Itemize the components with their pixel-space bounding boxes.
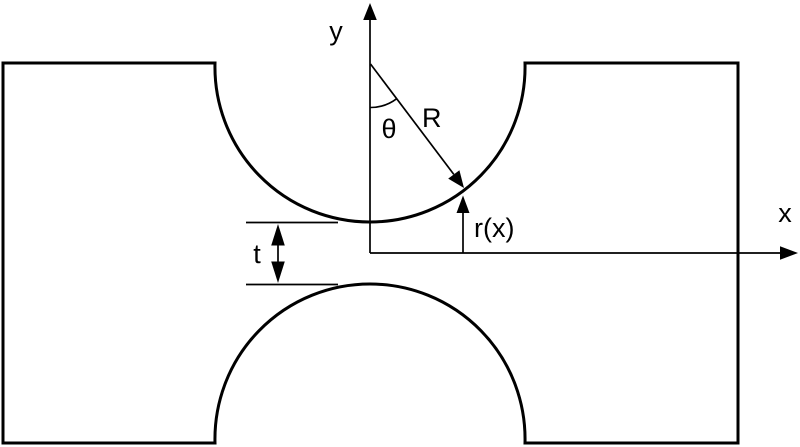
- thickness-arrowhead-down-icon: [271, 261, 285, 283]
- notch-profile-label: r(x): [474, 213, 514, 243]
- theta-angle-arc: [370, 98, 398, 109]
- x-axis-arrowhead-icon: [780, 246, 798, 260]
- specimen-outline: [1, 61, 740, 445]
- y-axis-arrowhead-icon: [363, 3, 377, 20]
- thickness-label: t: [253, 239, 261, 269]
- y-axis: [363, 3, 377, 253]
- radius-arrow-line: [369, 63, 455, 175]
- y-axis-label: y: [329, 16, 343, 46]
- x-axis-label: x: [778, 198, 792, 228]
- radius-label: R: [422, 103, 442, 133]
- theta-label: θ: [381, 114, 396, 144]
- notch-profile-arrow: [456, 195, 470, 253]
- notch-profile-arrowhead-icon: [456, 195, 470, 213]
- radius-arrow: [369, 63, 464, 188]
- thickness-dimension: [246, 221, 338, 286]
- radius-arrowhead-icon: [448, 170, 464, 188]
- thickness-arrowhead-up-icon: [271, 224, 285, 246]
- x-axis: [370, 246, 798, 260]
